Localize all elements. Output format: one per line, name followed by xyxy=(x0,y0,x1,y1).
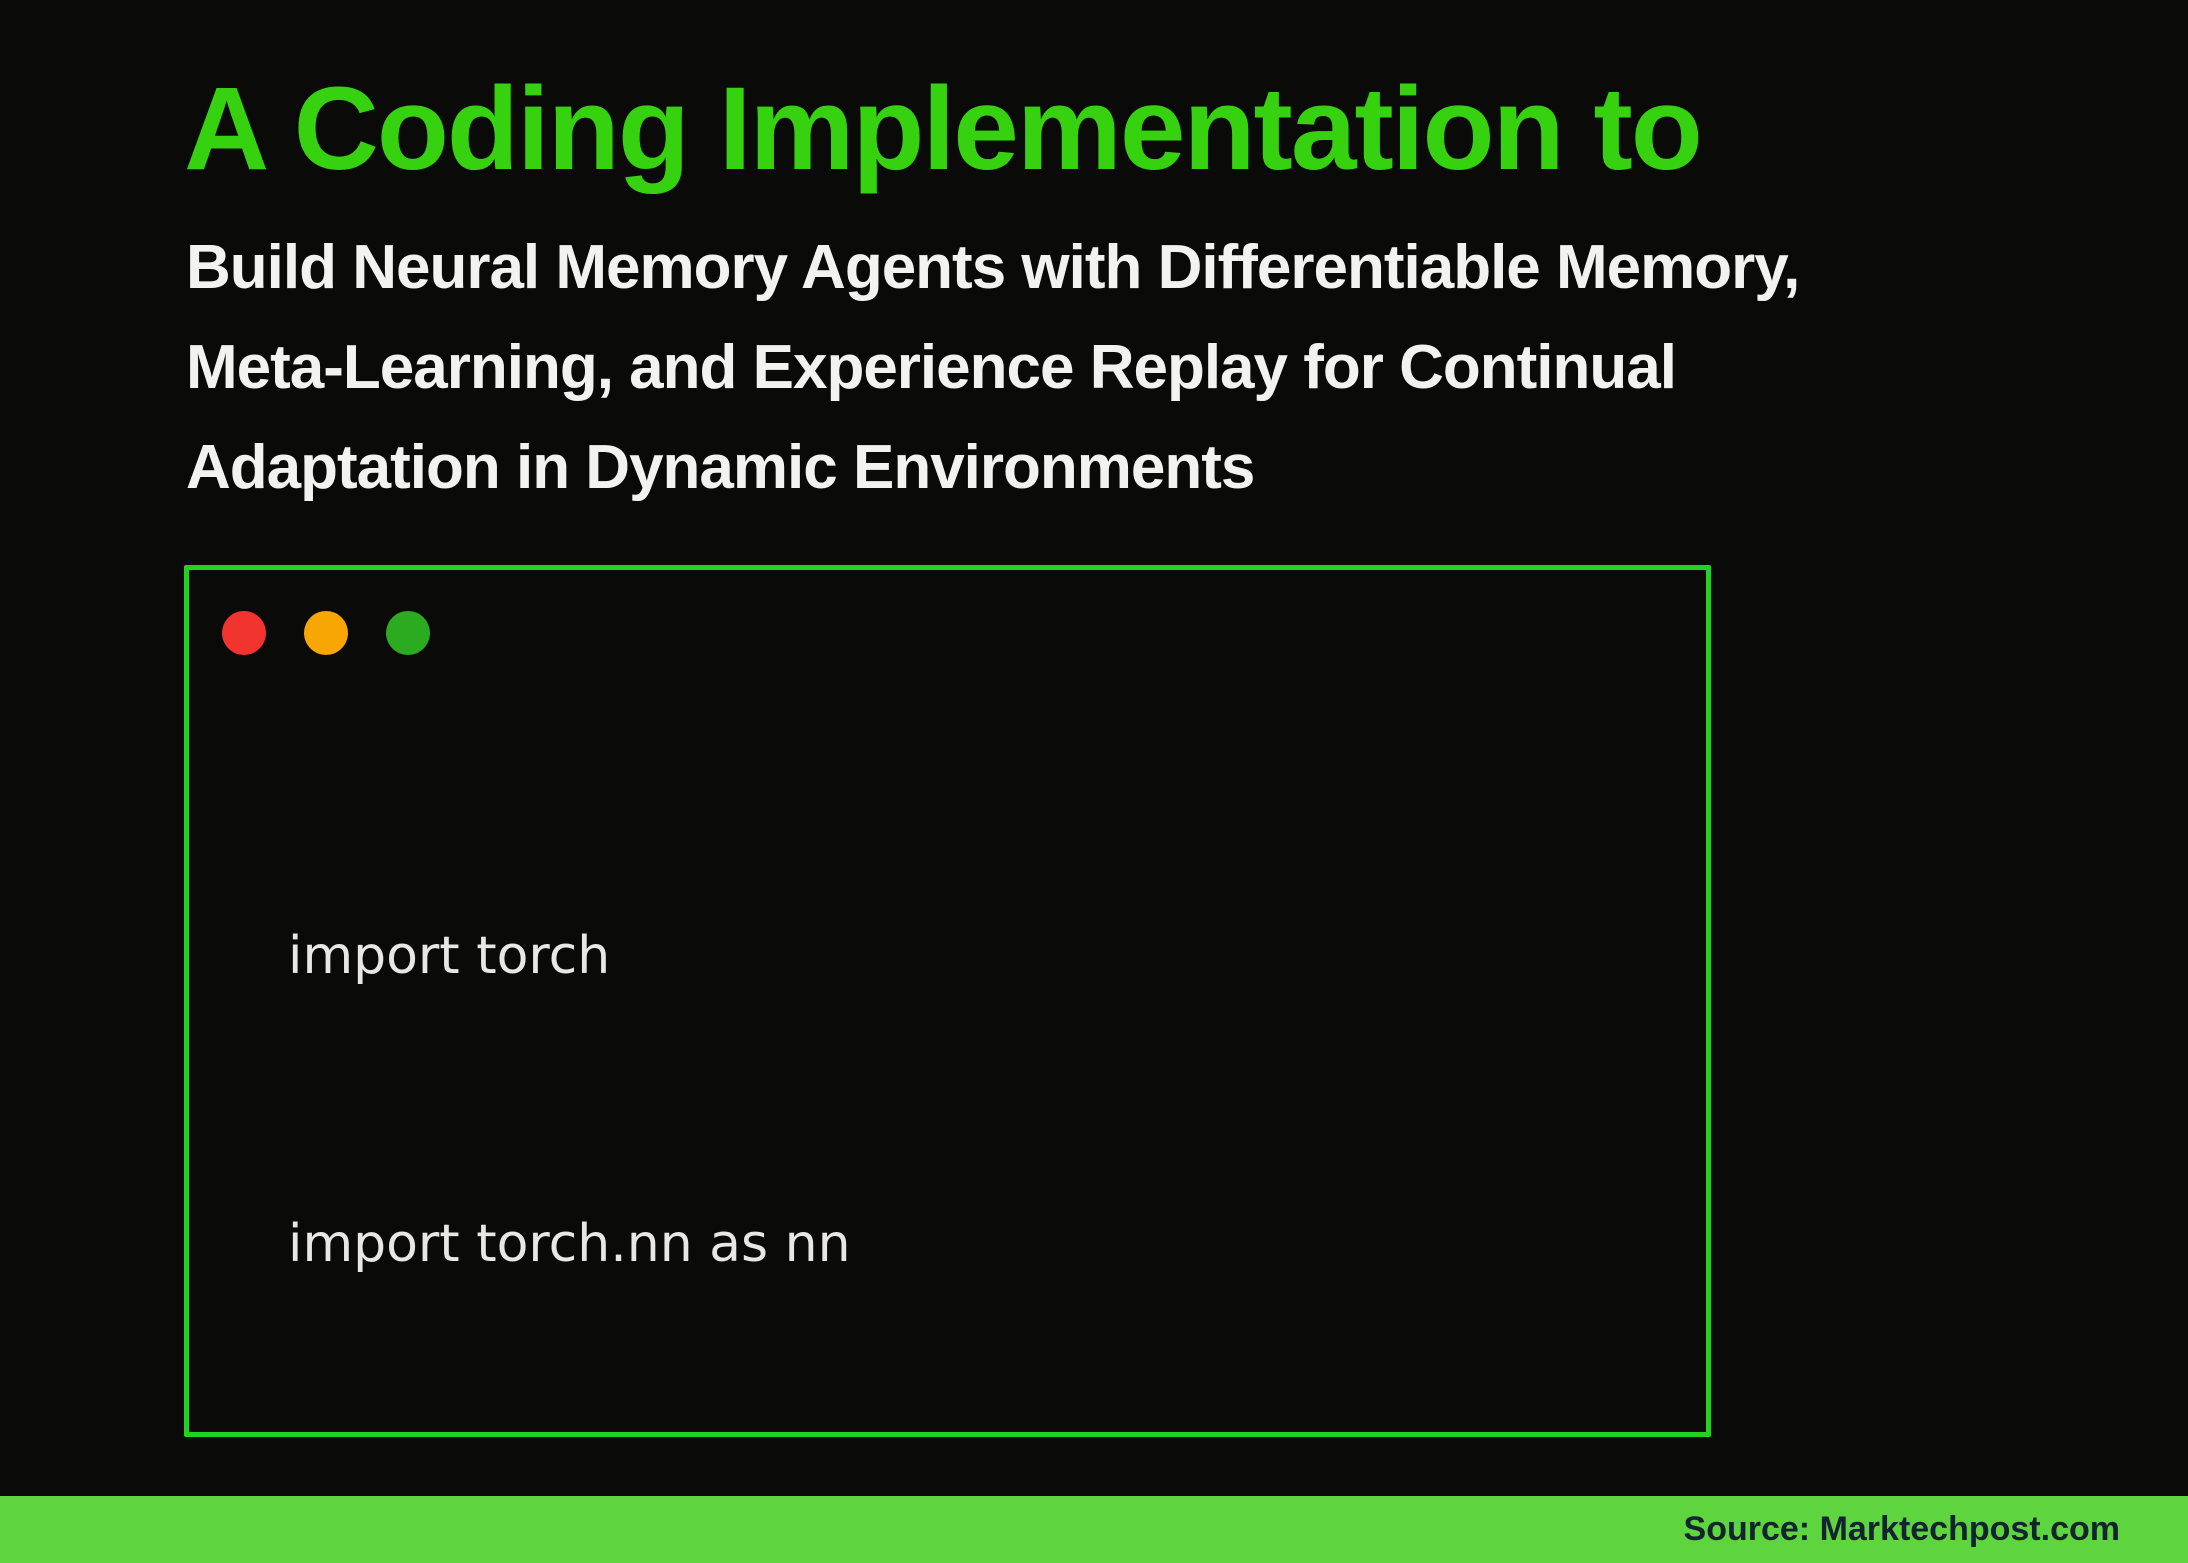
code-block: import torch import torch.nn as nn impor… xyxy=(288,716,1182,1563)
code-editor-window: import torch import torch.nn as nn impor… xyxy=(184,565,1711,1562)
zoom-window-icon[interactable] xyxy=(386,611,430,655)
page-subtitle: Build Neural Memory Agents with Differen… xyxy=(186,218,1800,518)
code-line: import torch xyxy=(288,926,611,986)
page-title: A Coding Implementation to xyxy=(184,63,1703,195)
subtitle-line-2: Meta-Learning, and Experience Replay for… xyxy=(186,333,1677,402)
subtitle-line-3: Adaptation in Dynamic Environments xyxy=(186,433,1255,502)
source-bar: Source: Marktechpost.com xyxy=(0,1496,2188,1563)
subtitle-line-1: Build Neural Memory Agents with Differen… xyxy=(186,233,1800,302)
code-line: import torch.nn as nn xyxy=(288,1214,851,1274)
window-controls xyxy=(222,611,430,655)
minimize-window-icon[interactable] xyxy=(304,611,348,655)
close-window-icon[interactable] xyxy=(222,611,266,655)
source-credit: Source: Marktechpost.com xyxy=(1683,1510,2120,1548)
